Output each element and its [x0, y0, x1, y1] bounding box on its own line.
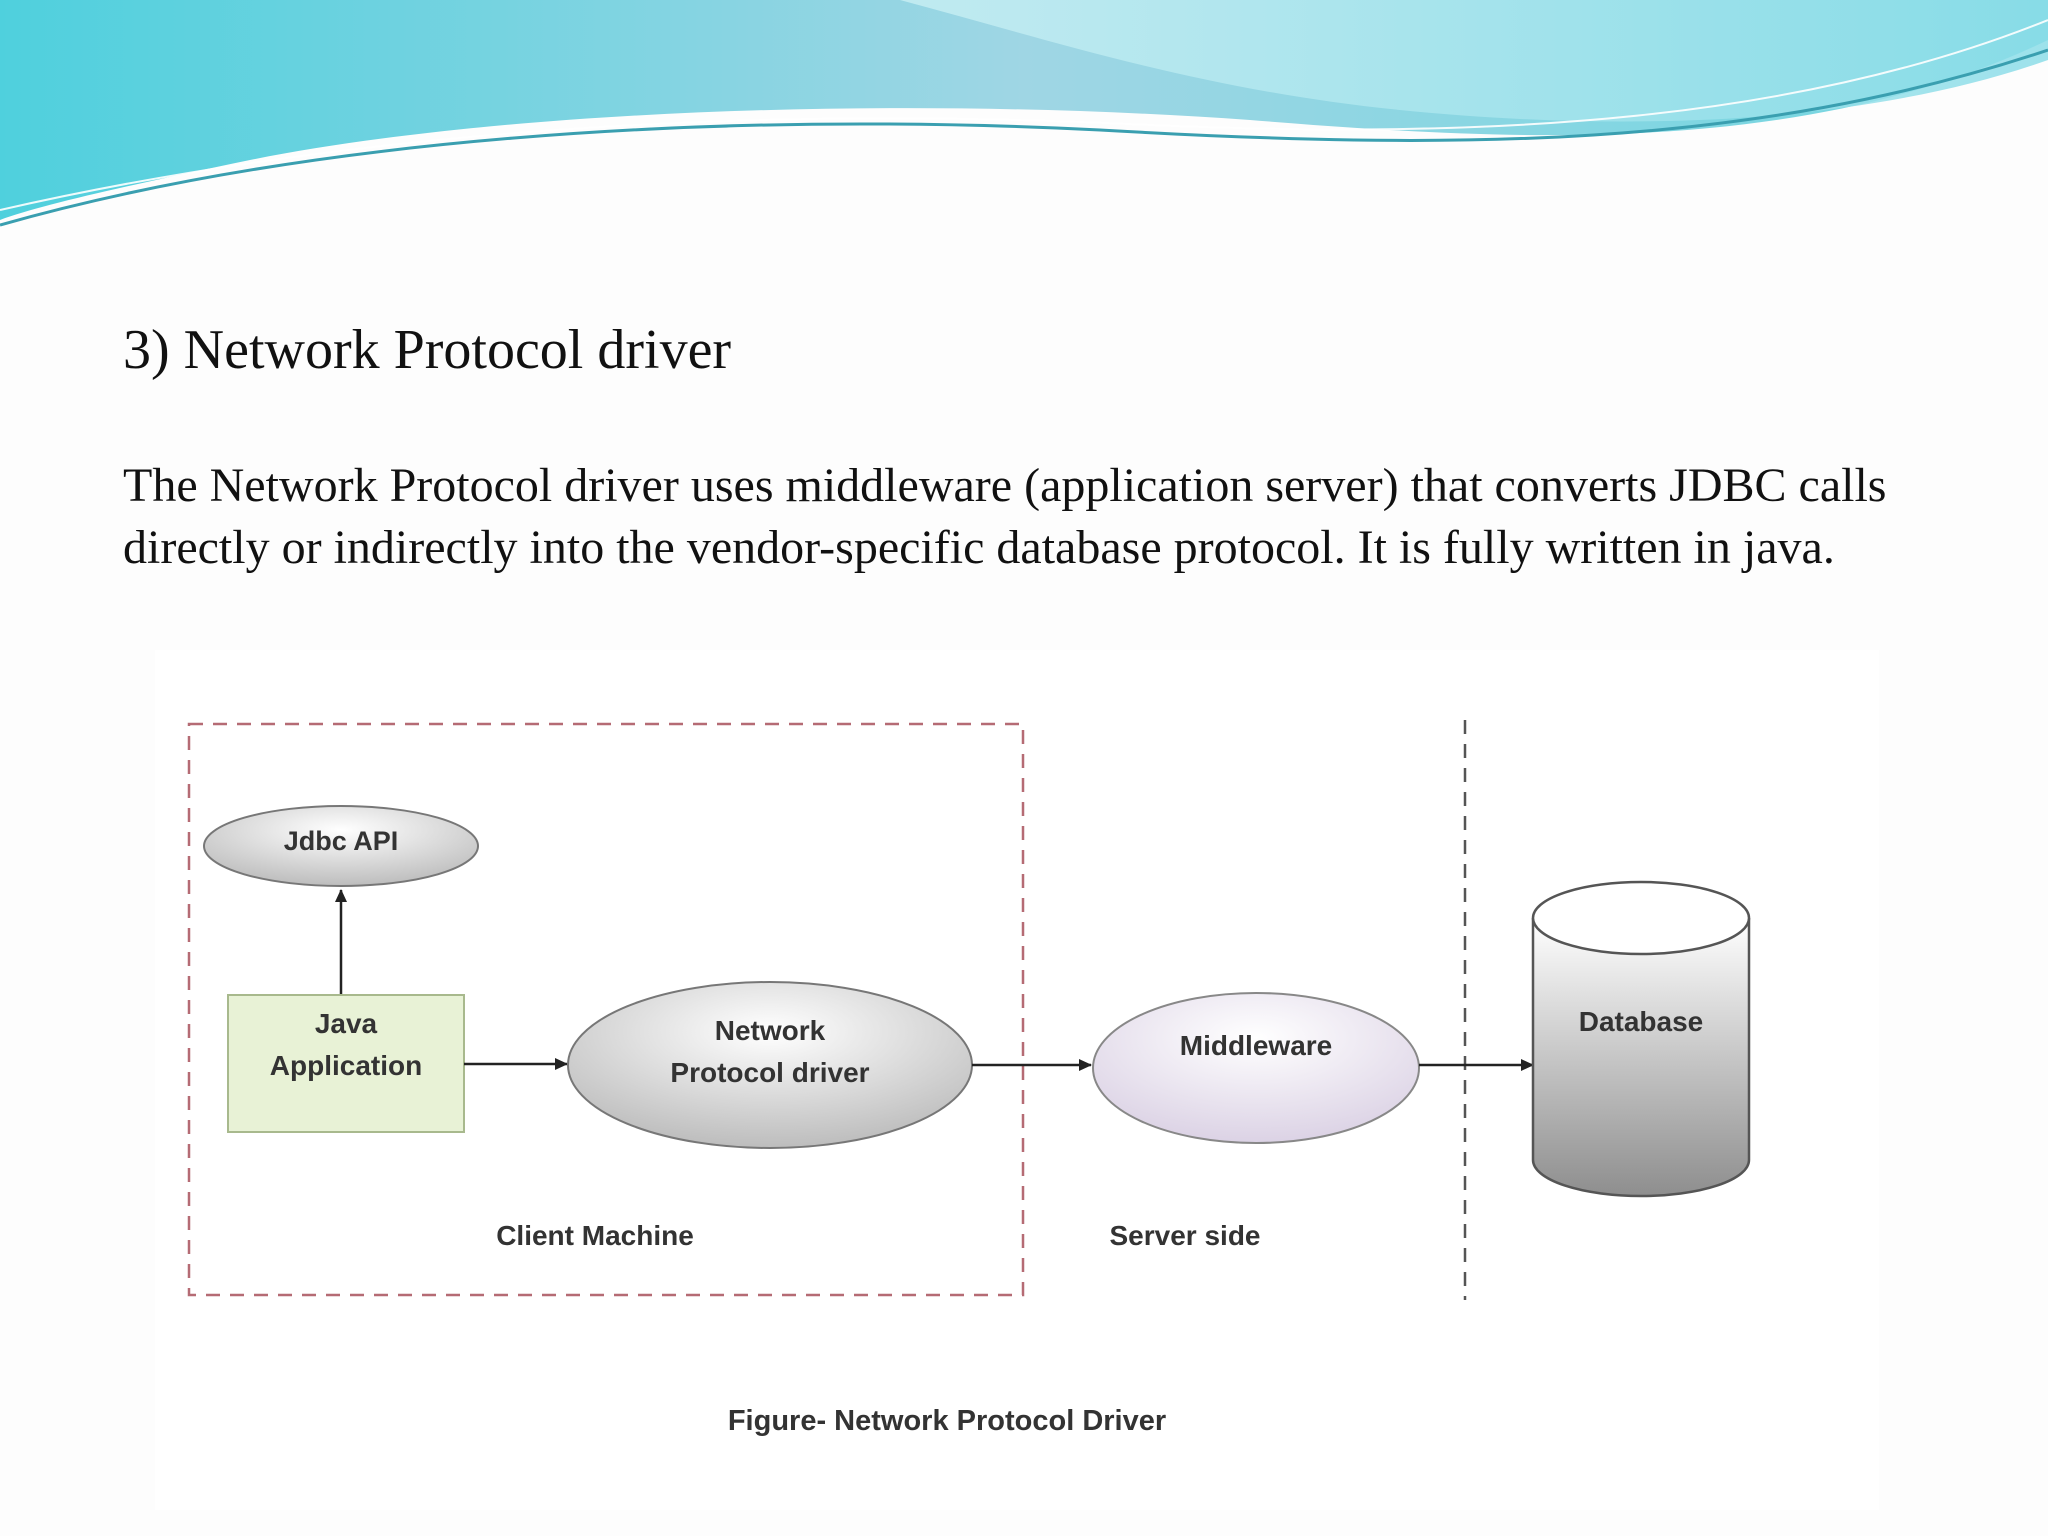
java-application-shape: [227, 994, 465, 1133]
network-protocol-diagram: Jdbc API Java Application Network Protoc…: [155, 650, 1879, 1510]
slide-paragraph: The Network Protocol driver uses middlew…: [123, 455, 2043, 579]
diagram-graphics: [187, 720, 1751, 1300]
paragraph-line-2: directly or indirectly into the vendor-s…: [123, 521, 1835, 574]
network-driver-label-line1: Network: [714, 1015, 826, 1046]
slide-heading: 3) Network Protocol driver: [123, 319, 732, 381]
jdbc-api-label: Jdbc API: [283, 826, 399, 856]
jdbc-api-shape: [203, 805, 479, 887]
java-application-label-line1: Java: [314, 1008, 378, 1039]
client-machine-label: Client Machine: [496, 1220, 694, 1251]
server-side-label: Server side: [1109, 1220, 1261, 1251]
paragraph-line-1: The Network Protocol driver uses middlew…: [123, 459, 1887, 512]
network-driver-label-line2: Protocol driver: [670, 1057, 870, 1088]
java-application-label-line2: Application: [269, 1050, 423, 1081]
header-wave-decoration: [0, 0, 2048, 227]
middleware-shape: [1092, 992, 1420, 1144]
database-cylinder-top: [1531, 880, 1751, 956]
database-label: Database: [1578, 1006, 1704, 1037]
figure-caption: Figure- Network Protocol Driver: [727, 1405, 1167, 1437]
database-cylinder-body: [1531, 918, 1751, 1198]
middleware-label: Middleware: [1179, 1030, 1333, 1061]
client-machine-boundary: [187, 722, 1025, 1297]
